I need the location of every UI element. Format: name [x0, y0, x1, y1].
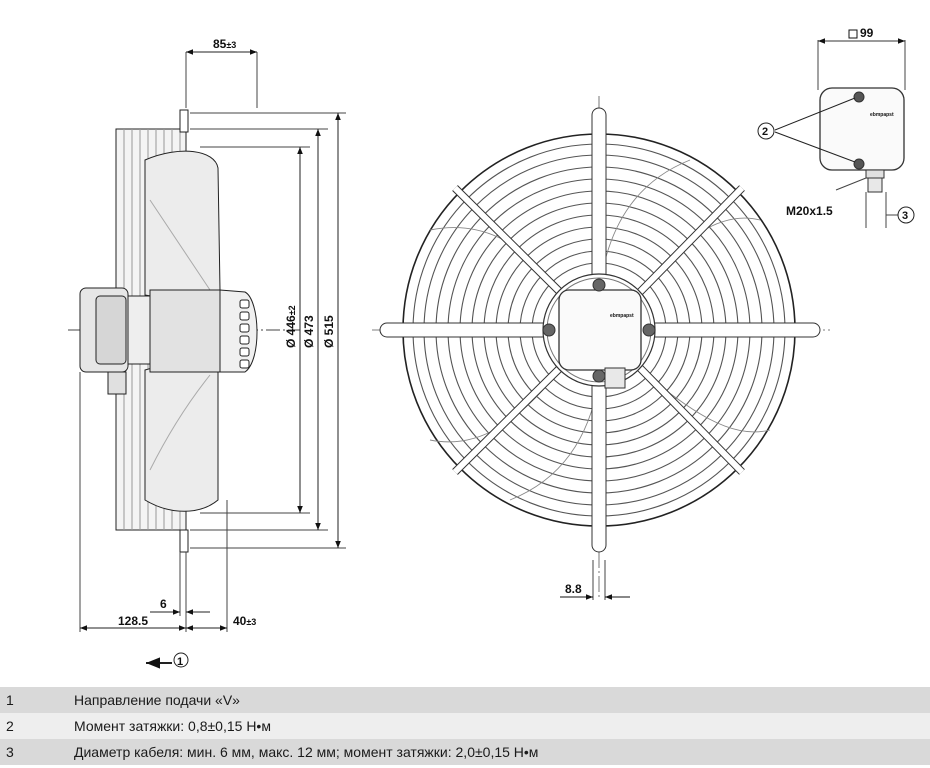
technical-drawing: 85±3 Ø 446±2 Ø 473 Ø 515 6 128.5 40±3 1 — [68, 26, 915, 669]
dim-8-8: 8.8 — [565, 582, 582, 596]
thread-label: M20x1.5 — [786, 204, 833, 218]
legend-text: Диаметр кабеля: мин. 6 мм, макс. 12 мм; … — [68, 739, 930, 765]
terminal-box-detail — [757, 29, 915, 228]
guard-struts — [379, 107, 821, 553]
dim-85: 85±3 — [213, 37, 236, 51]
side-view — [68, 49, 346, 669]
callout-2: 2 — [762, 126, 768, 138]
dim-99: 99 — [860, 26, 874, 40]
dim-473: Ø 473 — [302, 315, 316, 348]
front-view — [372, 96, 830, 600]
brand-label-front: ebmpapst — [610, 313, 634, 319]
legend-number: 2 — [0, 713, 68, 739]
blade-upper — [144, 150, 221, 299]
terminal-box-front — [558, 289, 642, 371]
dim-40: 40±3 — [233, 614, 256, 628]
blade-lower — [144, 363, 219, 512]
dim-128-5: 128.5 — [118, 614, 148, 628]
rotor-hub — [149, 289, 221, 373]
dim-446: Ø 446±2 — [284, 305, 298, 348]
legend-number: 3 — [0, 739, 68, 765]
cable-gland — [867, 177, 883, 193]
legend-number: 1 — [0, 687, 68, 713]
dim-6: 6 — [160, 597, 167, 611]
legend-text: Момент затяжки: 0,8±0,15 Н•м — [68, 713, 930, 739]
dim-515: Ø 515 — [322, 315, 336, 348]
terminal-box — [819, 87, 905, 171]
callout-1: 1 — [177, 656, 183, 668]
legend-text: Направление подачи «V» — [68, 687, 930, 713]
brand-label-box: ebmpapst — [870, 112, 894, 118]
callout-3: 3 — [902, 210, 908, 222]
